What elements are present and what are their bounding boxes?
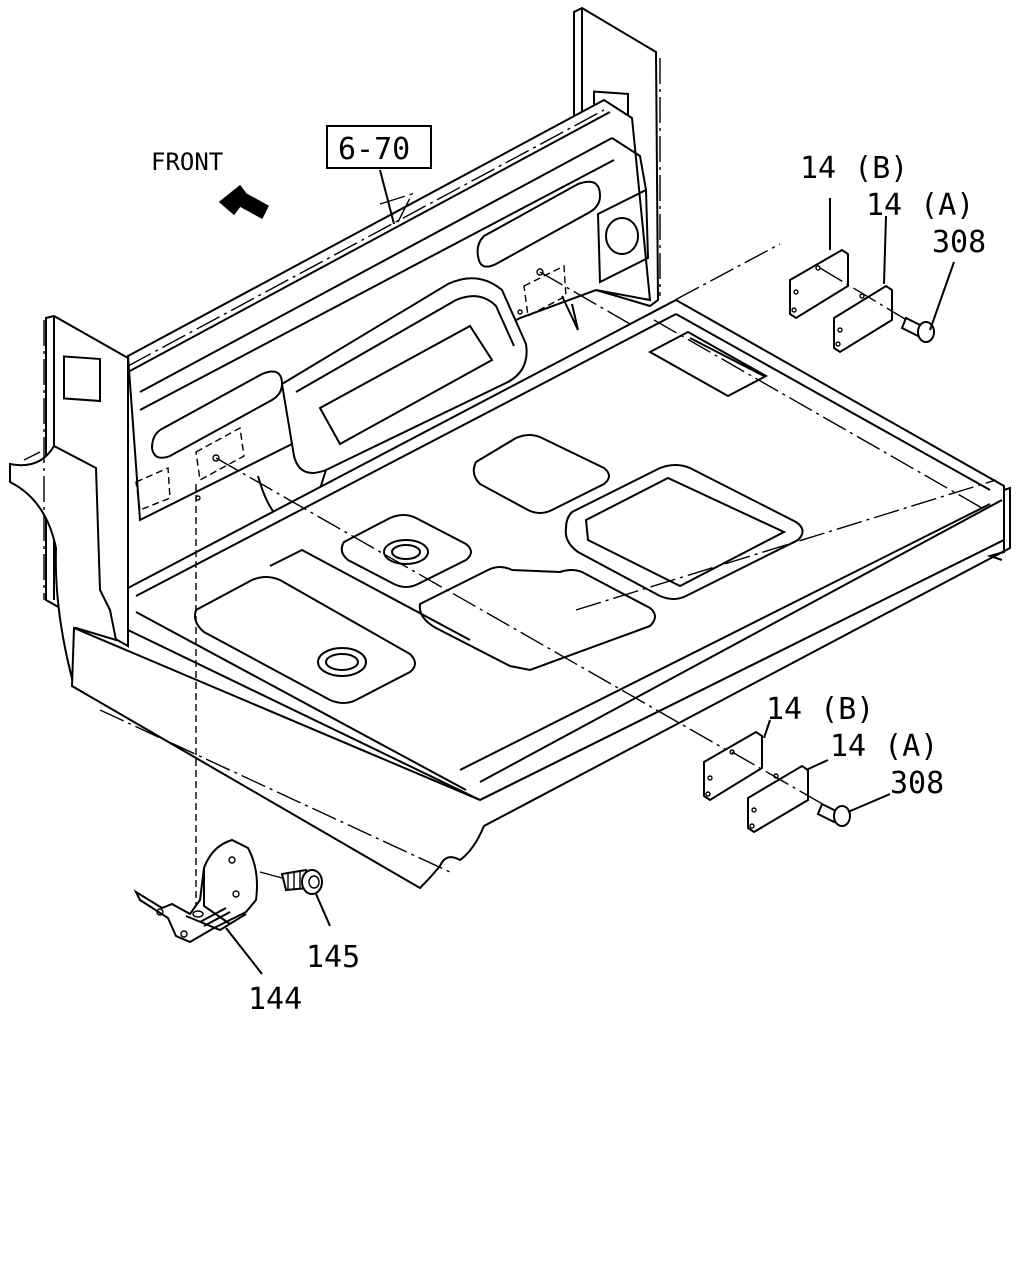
plate-14a-lower	[747, 764, 809, 834]
front-arrow-icon	[218, 184, 269, 220]
reference-box	[326, 125, 432, 169]
left-side-sill	[9, 444, 118, 687]
plate-14b-upper	[789, 248, 849, 320]
assembly-center-lines	[23, 58, 997, 916]
center-tunnel	[280, 277, 528, 474]
rear-wall-slot-right	[476, 180, 602, 268]
label-14b-upper: 14 (B)	[800, 151, 908, 186]
front-direction-indicator: FRONT	[151, 148, 269, 220]
reference-callout: 6-70	[326, 125, 432, 225]
front-cross-member	[70, 486, 1011, 890]
bolt-145	[280, 868, 323, 895]
bolt-308-lower	[816, 802, 851, 827]
floor-drain-hole-front	[317, 647, 367, 677]
bracket-assembly: 145 144	[133, 838, 360, 1017]
front-label: FRONT	[151, 148, 223, 176]
label-14a-upper: 14 (A)	[866, 188, 974, 223]
label-144: 144	[248, 982, 302, 1017]
rear-wall	[126, 98, 652, 522]
plate-14b-lower	[703, 730, 763, 802]
floor-pad-center	[418, 566, 656, 672]
upper-right-parts: 14 (B) 14 (A) 308	[789, 151, 986, 354]
floor-drain-hole-rear	[383, 539, 429, 565]
rear-wall-slot-left	[150, 370, 284, 459]
reference-label: 6-70	[338, 132, 410, 167]
floor-pad-rear-right	[472, 434, 610, 514]
floor-pad-left	[194, 576, 416, 704]
label-145: 145	[306, 940, 360, 975]
lower-right-parts: 14 (B) 14 (A) 308	[703, 692, 944, 834]
label-308-lower: 308	[890, 766, 944, 801]
cab-floor-structure	[9, 6, 1011, 890]
label-14a-lower: 14 (A)	[830, 729, 938, 764]
floor-pad-front-right	[564, 464, 804, 600]
bracket-144	[133, 838, 258, 944]
label-14b-lower: 14 (B)	[766, 692, 874, 727]
bolt-308-upper	[900, 316, 935, 343]
plate-14a-upper	[833, 284, 893, 354]
label-308-upper: 308	[932, 225, 986, 260]
